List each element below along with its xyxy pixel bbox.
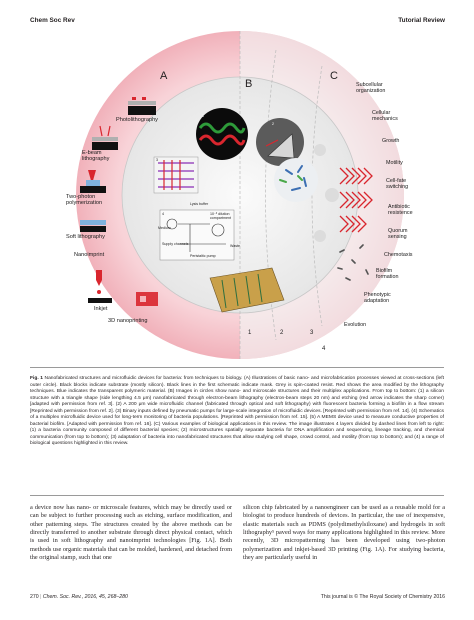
label-cell-fate-switching: Cell-fate switching bbox=[386, 178, 409, 190]
chemotaxis-chevrons bbox=[339, 167, 373, 233]
triangle-structure-image bbox=[256, 118, 304, 166]
label-subcellular-organization: Subcellular organization bbox=[356, 82, 386, 94]
scattered-cells bbox=[337, 244, 369, 281]
inset-number: 3 bbox=[156, 158, 158, 162]
label-photolithography: Photolithography bbox=[116, 117, 158, 123]
label-lysis-buffer: Lysis buffer bbox=[190, 202, 209, 206]
ring-number: 3 bbox=[310, 330, 314, 336]
label-growth: Growth bbox=[382, 138, 400, 144]
two-photon-schematic bbox=[80, 170, 106, 193]
caption-text: Nanofabricated structures and microfluid… bbox=[30, 376, 444, 447]
label-soft-lithography: Soft lithography bbox=[66, 234, 105, 240]
figure-graphic bbox=[76, 31, 404, 359]
label-nanoimprint: Nanoimprint bbox=[74, 252, 105, 258]
section-header: Tutorial Review bbox=[398, 17, 445, 24]
photolithography-schematic bbox=[128, 97, 156, 115]
label-biofilm-formation: Biofilm formation bbox=[376, 268, 399, 280]
label-3d-nanoprinting: 3D nanoprinting bbox=[108, 318, 148, 324]
label-chemotaxis: Chemotaxis bbox=[384, 252, 413, 258]
body-right-column: silicon chip fabricated by a nanoenginee… bbox=[243, 504, 445, 562]
binary-inputs-image bbox=[153, 156, 199, 194]
multiplex-device-schematic bbox=[159, 209, 235, 261]
inset-number: 1 bbox=[202, 114, 204, 118]
page-number: 270 bbox=[30, 594, 39, 600]
label-waste: Waste bbox=[230, 244, 241, 248]
caption-rule-top bbox=[30, 367, 444, 368]
footer-copyright: This journal is © The Royal Society of C… bbox=[320, 594, 445, 600]
3d-nanoprinting-schematic bbox=[136, 292, 158, 306]
ring-number: 1 bbox=[248, 330, 252, 336]
figure-1: A B C Photolithography E-beam lithograph… bbox=[40, 30, 440, 360]
caption-rule-bottom bbox=[30, 495, 444, 496]
panel-label-a: A bbox=[160, 70, 168, 82]
label-peristaltic-pump: Peristaltic pump bbox=[190, 254, 216, 258]
label-two-photon: Two-photon polymerization bbox=[66, 194, 103, 207]
microstructure-circles bbox=[314, 144, 339, 242]
soft-lithography-schematic bbox=[80, 220, 106, 232]
bacteria-community bbox=[274, 158, 318, 202]
ring-number: 4 bbox=[322, 346, 326, 352]
label-quorum-sensing: Quorum sensing bbox=[388, 228, 408, 240]
divider-line bbox=[311, 65, 323, 327]
caption-label: Fig. 1 bbox=[30, 376, 43, 381]
ring-number: 2 bbox=[280, 330, 284, 336]
panel-label-b: B bbox=[245, 78, 253, 90]
journal-citation: Chem. Soc. Rev., 2016, 45, 268–280 bbox=[42, 594, 128, 600]
label-supply-channels: Supply channels bbox=[162, 242, 189, 246]
journal-header: Chem Soc Rev bbox=[30, 17, 75, 24]
mems-device-image bbox=[209, 267, 285, 313]
inkjet-schematic bbox=[88, 270, 112, 303]
wavy-channel-image bbox=[196, 108, 248, 160]
label-evolution: Evolution bbox=[344, 322, 367, 328]
label-medium: Medium bbox=[158, 226, 171, 230]
label-inkjet: Inkjet bbox=[94, 306, 108, 312]
inset-number: 2 bbox=[272, 122, 274, 126]
label-cellular-mechanics: Cellular mechanics bbox=[372, 110, 398, 122]
label-antibiotic-resistence: Antibiotic resistence bbox=[388, 204, 413, 216]
label-phenotypic-adaptation: Phenotypic adaptation bbox=[364, 292, 391, 304]
body-left-column: a device now has nano- or microscale fea… bbox=[30, 504, 232, 562]
ebeam-schematic bbox=[92, 125, 118, 150]
label-dilution: 10⁻³ dilution compartment bbox=[210, 212, 231, 220]
footer-citation: 270 | Chem. Soc. Rev., 2016, 45, 268–280 bbox=[30, 594, 128, 600]
divider-line bbox=[265, 49, 277, 341]
label-motility: Motility bbox=[386, 160, 403, 166]
inset-number: 4 bbox=[162, 212, 164, 216]
label-ebeam-lithography: E-beam lithography bbox=[82, 150, 110, 163]
panel-label-c: C bbox=[330, 70, 338, 82]
figure-caption: Fig. 1 Nanofabricated structures and mic… bbox=[30, 376, 444, 448]
